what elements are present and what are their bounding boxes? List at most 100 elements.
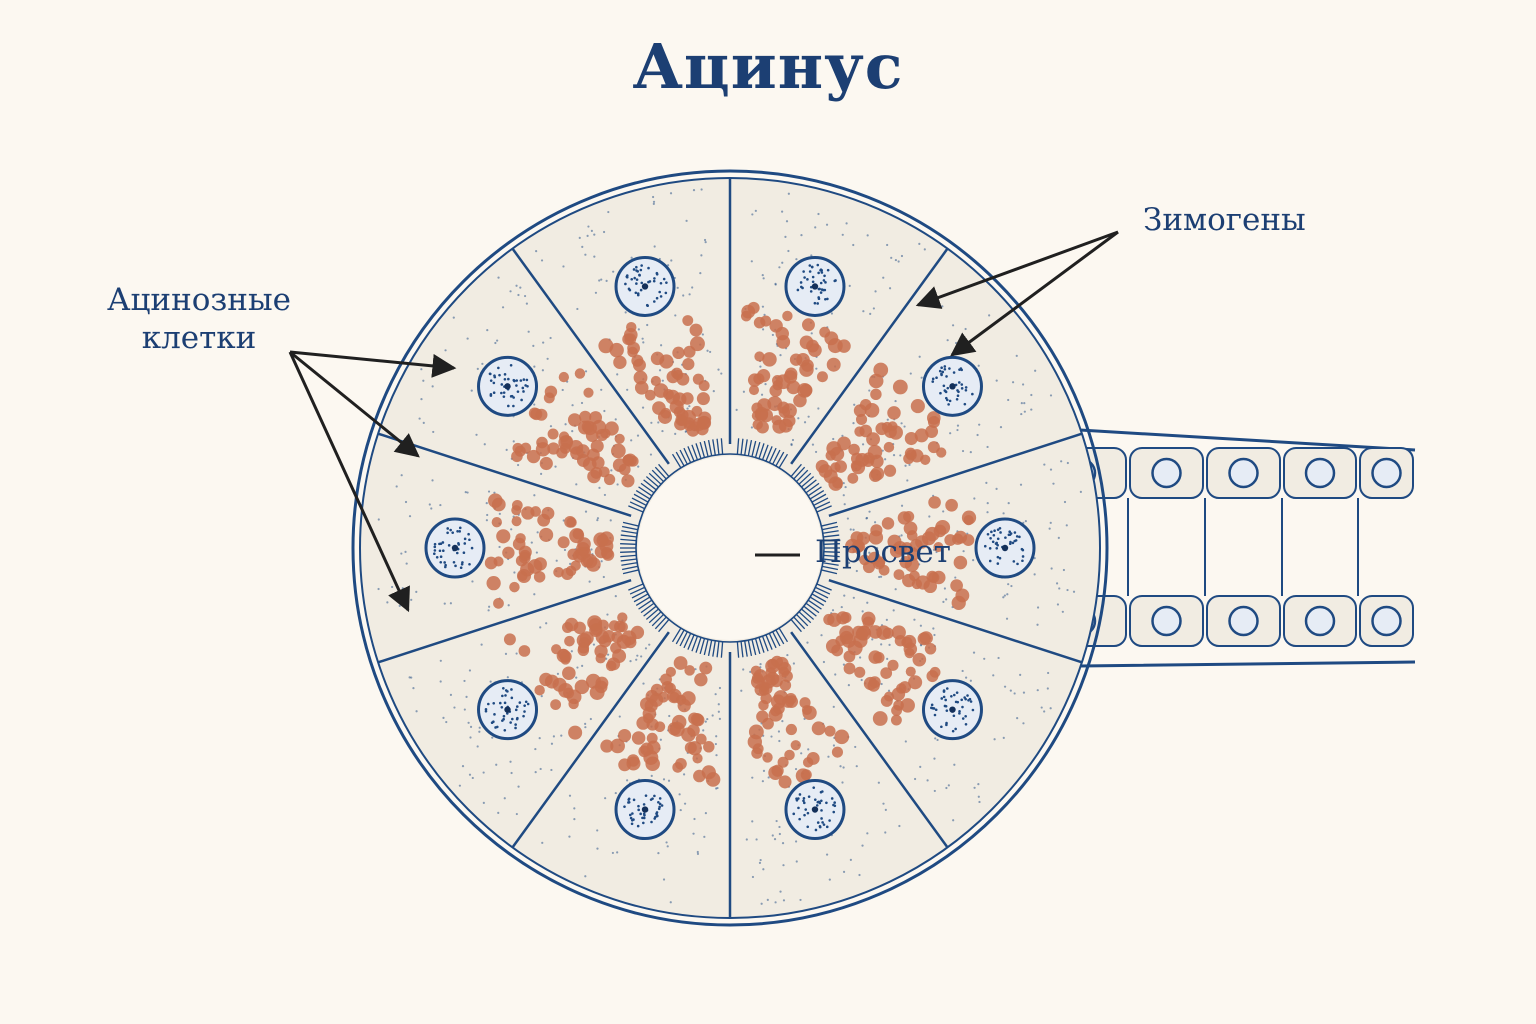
acinar-cell <box>511 188 724 469</box>
cell-membrane <box>377 432 632 518</box>
zymogen-granule <box>681 409 696 425</box>
zymogen-granule <box>758 700 769 711</box>
zymogen-granule <box>883 464 897 477</box>
nucleus <box>424 517 486 579</box>
zymogen-granule <box>775 656 789 671</box>
zymogen-granule <box>595 653 606 664</box>
cell-membrane <box>790 247 949 465</box>
zymogen-granule <box>589 623 603 637</box>
zymogen-granule <box>891 705 903 716</box>
zymogen-granule <box>905 666 916 677</box>
zymogen-granule <box>564 635 575 647</box>
cell-membrane <box>828 432 1083 518</box>
zymogen-granule <box>868 625 883 639</box>
zymogen-granule <box>925 425 939 438</box>
zymogen-granule <box>579 410 592 423</box>
zymogen-granule <box>617 612 628 623</box>
zymogen-granule <box>645 689 659 703</box>
zymogen-granule <box>936 447 947 458</box>
zymogen-granule <box>762 717 774 730</box>
zymogen-granule <box>799 383 813 397</box>
zymogen-granule <box>759 408 774 423</box>
duct-wall <box>1079 428 1416 668</box>
zymogen-granule <box>873 556 886 568</box>
zymogen-granule <box>693 769 706 783</box>
zymogen-granule <box>696 392 710 406</box>
zymogen-granule <box>818 464 833 478</box>
duct-cell <box>1359 447 1414 499</box>
zymogen-granule <box>488 493 503 508</box>
zymogen-granule <box>692 753 703 764</box>
duct-cell <box>1129 447 1204 499</box>
zymogen-granule <box>914 428 929 443</box>
zymogen-granule <box>824 725 836 737</box>
zymogen-granule <box>528 407 541 420</box>
zymogen-granule <box>740 310 752 322</box>
zymogen-granule <box>908 675 923 690</box>
zymogen-granule <box>863 676 878 691</box>
zymogen-granule <box>827 338 843 354</box>
acinar-cells-label: Ацинозные клетки <box>96 282 302 358</box>
lumen <box>638 456 822 640</box>
zymogen-granule <box>689 323 703 337</box>
zymogen-granule <box>784 749 795 761</box>
zymogen-granule <box>518 545 532 559</box>
nucleus <box>614 255 676 317</box>
zymogen-granule <box>544 385 558 399</box>
acinar-cells-label-line-1: Ацинозные <box>107 282 291 318</box>
zymogen-granule <box>900 698 915 713</box>
zymogen-granule <box>530 506 541 517</box>
zymogen-granule <box>692 713 705 727</box>
zymogen-granule <box>558 682 573 698</box>
zymogen-granule <box>801 359 814 372</box>
zymogen-granule <box>771 415 782 426</box>
zymogen-granule <box>777 756 789 768</box>
zymogen-granule <box>533 557 547 571</box>
zymogen-granule <box>535 442 551 457</box>
zymogen-granule <box>770 705 781 717</box>
zymogen-granule <box>653 383 669 398</box>
acinar-cell <box>408 583 670 849</box>
cell-membrane <box>511 247 670 465</box>
zymogen-granule <box>570 560 581 571</box>
zymogen-granule <box>801 318 815 332</box>
nucleus <box>477 355 539 417</box>
zymogen-granule <box>909 539 923 552</box>
zymogen-granule <box>553 566 564 578</box>
zymogen-granule <box>579 631 594 646</box>
acinus <box>351 169 1109 927</box>
zymogen-granule <box>630 625 645 640</box>
zymogen-pointer <box>950 230 1119 357</box>
zymogen-granule <box>677 698 691 713</box>
zymogen-granule <box>561 567 574 580</box>
zymogen-granule <box>694 672 708 687</box>
zymogen-granule <box>752 419 763 430</box>
cell-membrane <box>828 578 1083 664</box>
zymogen-granule <box>703 741 715 753</box>
zymogen-granule <box>551 644 562 655</box>
zymogen-granule <box>502 546 515 559</box>
acinar-cell <box>736 627 949 905</box>
zymogen-granule <box>778 775 792 789</box>
zymogen-granule <box>830 462 841 473</box>
zymogen-granule <box>868 373 884 389</box>
zymogen-granule <box>802 757 814 768</box>
zymogen-granule <box>699 661 713 675</box>
acinar-cell <box>728 178 926 469</box>
zymogen-granule <box>600 428 611 439</box>
zymogen-granule <box>880 667 893 679</box>
nucleus <box>784 779 846 841</box>
label-pointers <box>288 230 1119 613</box>
acinar-cell <box>790 247 1053 513</box>
zymogen-granule <box>873 651 885 664</box>
acinar-cell-pointer <box>288 351 410 613</box>
zymogen-granule <box>902 634 917 649</box>
acinar-cell <box>377 474 639 664</box>
zymogen-granule <box>962 534 975 547</box>
zymogen-granule <box>945 498 958 512</box>
zymogen-granule <box>951 595 966 611</box>
zymogen-granule <box>866 432 880 447</box>
nucleus <box>974 517 1036 579</box>
zymogen-granule <box>854 426 865 437</box>
zymogen-granule <box>748 385 760 396</box>
